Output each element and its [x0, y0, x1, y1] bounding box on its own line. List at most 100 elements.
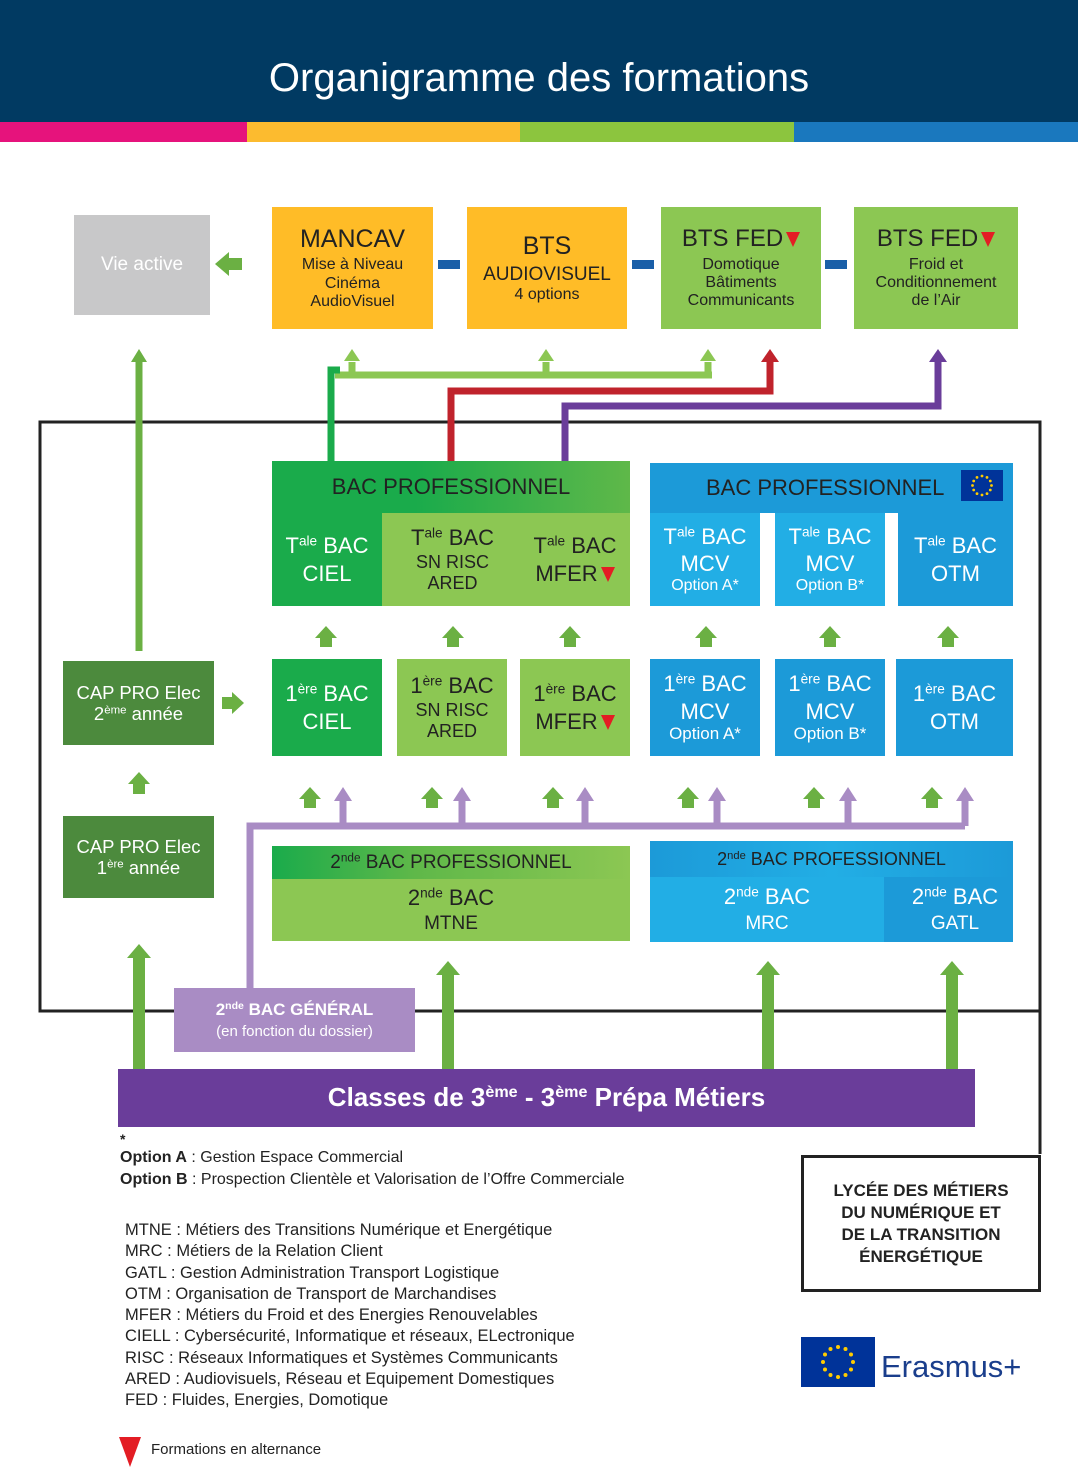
- tale-prefix: T: [663, 524, 677, 549]
- seconde-prefix: 2: [407, 884, 421, 910]
- bac-pro-green-title: BAC PROFESSIONNEL: [331, 474, 571, 499]
- eu-flag-icon: [961, 470, 1003, 501]
- bts-fed-dom-line: Domotique: [702, 255, 780, 273]
- bac-pro-blue-header: BAC PROFESSIONNEL: [650, 463, 1013, 513]
- bts-fed-dom-title: BTS FED: [681, 225, 784, 253]
- alternance-triangle-icon: [600, 567, 615, 582]
- path-purple: [561, 362, 942, 461]
- seconde-header-label: BAC PROFESSIONNEL: [750, 849, 946, 869]
- alternance-triangle-icon: [119, 1437, 141, 1467]
- bac-label: BAC: [323, 680, 369, 706]
- alternance-triangle-icon: [786, 232, 801, 248]
- bts-av-line1: AUDIOVISUEL: [483, 264, 611, 286]
- ared-label: ARED: [426, 721, 477, 742]
- abbrev-item: RISC : Réseaux Informatiques et Systèmes…: [125, 1348, 558, 1367]
- bts-audiovisuel-box: BTS AUDIOVISUEL 4 options: [467, 207, 627, 329]
- option-a-label: Option A*: [669, 724, 741, 744]
- premiere-sup: ère: [297, 681, 318, 697]
- cap2-word: année: [131, 703, 184, 724]
- bts-fed-froid-box: BTS FED Froid et Conditionnement de l’Ai…: [854, 207, 1018, 329]
- premiere-bac-mfer-box: 1ère BAC MFER: [520, 659, 630, 756]
- seconde-bac-mrc-box: 2nde BAC MRC: [650, 877, 884, 942]
- mancav-line: Mise à Niveau: [301, 256, 404, 274]
- bts-fed-froid-line: Froid et: [908, 255, 964, 273]
- premiere-sup: ère: [545, 681, 566, 697]
- path-lilac: [246, 800, 969, 988]
- mcv-label: MCV: [805, 551, 855, 577]
- legend-option-text: Gestion Espace Commercial: [200, 1149, 404, 1166]
- otm-label: OTM: [930, 709, 979, 734]
- stripe-green: [520, 122, 794, 142]
- legend-sep: :: [186, 1149, 201, 1166]
- lycee-box: LYCÉE DES MÉTIERS DU NUMÉRIQUE ET DE LA …: [801, 1155, 1041, 1292]
- cap2-title: CAP PRO Elec: [76, 681, 201, 703]
- bts-av-title: BTS: [522, 231, 572, 260]
- stripe-pink: [0, 122, 247, 142]
- tale-prefix: T: [913, 532, 928, 558]
- bac-label: BAC: [701, 524, 747, 549]
- mtne-label: MTNE: [424, 913, 478, 935]
- path-red: [447, 362, 774, 461]
- tale-bac-mcv-a-box: Tale BAC MCV Option A*: [650, 513, 760, 606]
- mcv-label: MCV: [805, 698, 855, 724]
- premiere-prefix: 1: [285, 680, 298, 706]
- bac-label: BAC: [448, 884, 495, 910]
- bts-fed-dom-line: Bâtiments: [705, 274, 777, 292]
- abbrev-item: MFER : Métiers du Froid et des Energies …: [125, 1306, 538, 1325]
- seconde-prefix: 2: [723, 884, 737, 910]
- option-b-label: Option B*: [793, 724, 867, 744]
- bac-label: BAC: [951, 532, 997, 558]
- ared-label: ARED: [427, 573, 478, 594]
- bac-general-note: (en fonction du dossier): [216, 1023, 373, 1041]
- mfer-label: MFER: [535, 561, 598, 586]
- premiere-prefix: 1: [912, 680, 926, 706]
- bac-general-title: BAC GÉNÉRAL: [248, 999, 374, 1019]
- bac-label: BAC: [950, 680, 997, 706]
- bts-fed-domotique-box: BTS FED Domotique Bâtiments Communicants: [661, 207, 821, 329]
- bac-label: BAC: [952, 884, 999, 910]
- bts-fed-froid-line: de l’Air: [911, 292, 961, 310]
- bac-label: BAC: [448, 673, 494, 699]
- tale-sup: ale: [676, 524, 696, 540]
- legend-option-key: Option A: [120, 1149, 187, 1166]
- top-dashes: [438, 260, 847, 269]
- tale-prefix: T: [285, 532, 299, 558]
- cap1-word: année: [128, 857, 181, 878]
- premiere-bac-ciel-box: 1ère BAC CIEL: [272, 659, 382, 756]
- tale-prefix: T: [788, 524, 802, 549]
- seconde-header-label: BAC PROFESSIONNEL: [365, 852, 572, 873]
- large-frame: [38, 420, 1042, 1154]
- lycee-line: DU NUMÉRIQUE ET: [841, 1202, 1001, 1222]
- seconde-prefix: 2: [717, 849, 728, 869]
- mancav-line: Cinéma: [324, 274, 381, 292]
- troisieme-part: Prépa Métiers: [587, 1082, 766, 1113]
- cap1-num: 1: [96, 857, 108, 878]
- premiere-sup: ère: [800, 671, 821, 687]
- mcv-label: MCV: [680, 551, 730, 577]
- path-green-dark: [327, 366, 340, 461]
- tale-sup: ale: [927, 533, 946, 549]
- abbrev-item: MTNE : Métiers des Transitions Numérique…: [125, 1221, 553, 1239]
- legend-option-text: Prospection Clientèle et Valorisation de…: [200, 1170, 625, 1188]
- bac-label: BAC: [323, 532, 369, 558]
- erasmus-flag-icon: [801, 1337, 875, 1387]
- option-b-label: Option B*: [795, 576, 865, 594]
- tale-bac-ciel-box: Tale BAC CIEL: [272, 513, 382, 606]
- seconde-sup: nde: [340, 851, 361, 865]
- troisieme-part: - 3: [517, 1082, 556, 1113]
- path-green-light: [335, 362, 712, 379]
- premiere-sup: ère: [925, 681, 945, 697]
- alternance-legend-label: Formations en alternance: [151, 1441, 322, 1458]
- cap-pro-elec-2-box: CAP PRO Elec 2ème année: [63, 661, 214, 745]
- seconde-sup: nde: [736, 884, 759, 900]
- cap1-title: CAP PRO Elec: [76, 835, 201, 857]
- seconde-prefix: 2: [330, 852, 341, 873]
- page-title: Organigramme des formations: [268, 56, 810, 100]
- premiere-prefix: 1: [410, 673, 423, 699]
- tale-sup: ale: [298, 533, 318, 549]
- mancav-line: AudioVisuel: [310, 293, 395, 311]
- bts-fed-froid-line: Conditionnement: [875, 274, 997, 292]
- sn-risc-label: SN RISC: [415, 700, 489, 721]
- legend-sep: :: [187, 1170, 201, 1188]
- erasmus-label: Erasmus+: [881, 1349, 1022, 1384]
